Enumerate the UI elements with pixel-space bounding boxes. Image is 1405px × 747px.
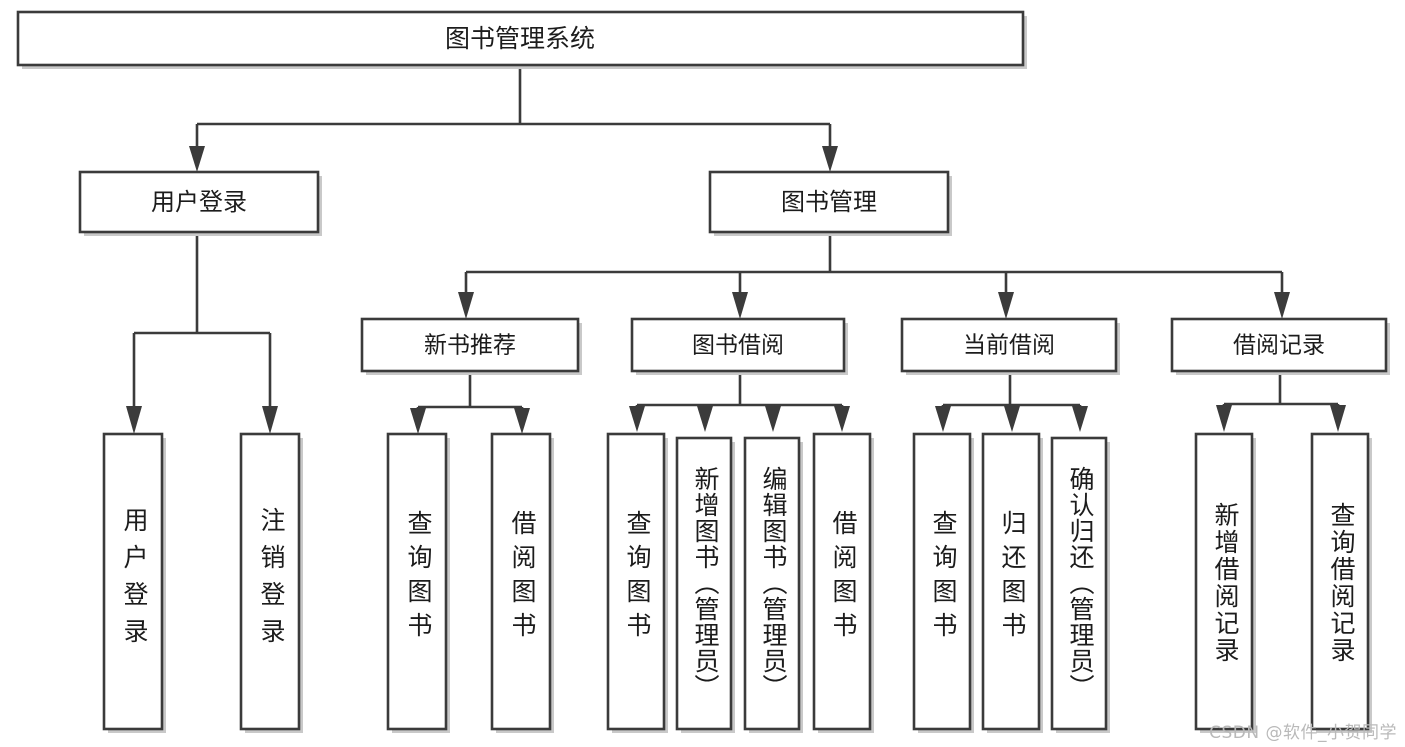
leaf-current-borrow-3-label: 确认归还（管理员） bbox=[1066, 466, 1095, 700]
leaf-recommend-1-box[interactable] bbox=[386, 432, 448, 731]
leaf-borrow-record-1[interactable]: 新增借阅记录 bbox=[1194, 432, 1256, 733]
leaf-borrow-record-1-label: 新增借阅记录 bbox=[1211, 502, 1240, 664]
leaf-borrow-record-2-box[interactable] bbox=[1310, 432, 1370, 731]
node-book-borrow-label: 图书借阅 bbox=[692, 333, 784, 359]
edge-layer bbox=[126, 66, 1346, 434]
leaf-recommend-2[interactable]: 借阅图书 bbox=[490, 432, 554, 733]
leaf-book-borrow-3[interactable]: 编辑图书（管理员） bbox=[743, 436, 803, 733]
leaf-current-borrow-1-label: 查询图书 bbox=[929, 510, 958, 646]
arrow-book-mgmt-to-current bbox=[998, 292, 1014, 319]
leaf-borrow-record-2[interactable]: 查询借阅记录 bbox=[1310, 432, 1372, 733]
leaf-book-borrow-3-box[interactable] bbox=[743, 436, 801, 731]
arrow-recommend-leaf-1 bbox=[410, 408, 426, 434]
leaf-recommend-1-label: 查询图书 bbox=[404, 510, 433, 646]
arrow-book-mgmt-to-borrow bbox=[732, 292, 748, 319]
node-new-book-recommend-label: 新书推荐 bbox=[424, 333, 516, 359]
leaf-book-borrow-2-box[interactable] bbox=[675, 436, 733, 731]
arrow-current-leaf-2 bbox=[1004, 406, 1020, 432]
arrow-borrow-leaf-2 bbox=[697, 406, 713, 432]
leaf-user-login-1-box[interactable] bbox=[102, 432, 164, 731]
node-new-book-recommend[interactable]: 新书推荐 bbox=[360, 317, 582, 375]
leaf-recommend-2-label: 借阅图书 bbox=[508, 510, 537, 646]
node-book-borrow[interactable]: 图书借阅 bbox=[630, 317, 848, 375]
node-book-management[interactable]: 图书管理 bbox=[708, 170, 952, 236]
leaf-borrow-record-2-label: 查询借阅记录 bbox=[1327, 502, 1356, 664]
node-borrow-record-box[interactable] bbox=[1170, 317, 1388, 373]
leaf-current-borrow-2-label: 归还图书 bbox=[998, 510, 1027, 646]
leaf-book-borrow-1[interactable]: 查询图书 bbox=[606, 432, 668, 733]
arrow-current-leaf-3 bbox=[1072, 406, 1088, 432]
leaf-user-login-2-box[interactable] bbox=[239, 432, 301, 731]
node-user-login-label: 用户登录 bbox=[151, 188, 247, 216]
arrow-record-leaf-1 bbox=[1216, 405, 1232, 432]
leaf-borrow-record-1-box[interactable] bbox=[1194, 432, 1254, 731]
node-user-login[interactable]: 用户登录 bbox=[78, 170, 322, 236]
arrow-user-login-leaf-2 bbox=[262, 406, 278, 434]
leaf-user-login-1-label: 用户登录 bbox=[120, 507, 149, 655]
leaf-book-borrow-3-label: 编辑图书（管理员） bbox=[759, 466, 788, 700]
arrow-record-leaf-2 bbox=[1330, 405, 1346, 432]
leaf-book-borrow-4-label: 借阅图书 bbox=[829, 510, 858, 646]
arrow-user-login-leaf-1 bbox=[126, 406, 142, 434]
node-current-borrow[interactable]: 当前借阅 bbox=[900, 317, 1120, 375]
leaf-current-borrow-1[interactable]: 查询图书 bbox=[912, 432, 974, 733]
leaf-recommend-1[interactable]: 查询图书 bbox=[386, 432, 450, 733]
leaf-recommend-2-box[interactable] bbox=[490, 432, 552, 731]
node-book-borrow-box[interactable] bbox=[630, 317, 846, 373]
leaf-current-borrow-3[interactable]: 确认归还（管理员） bbox=[1050, 436, 1110, 733]
node-current-borrow-label: 当前借阅 bbox=[963, 333, 1055, 359]
node-new-book-recommend-box[interactable] bbox=[360, 317, 580, 373]
leaf-book-borrow-4-box[interactable] bbox=[812, 432, 872, 731]
node-current-borrow-box[interactable] bbox=[900, 317, 1118, 373]
node-book-management-box[interactable] bbox=[708, 170, 950, 234]
arrow-borrow-leaf-3 bbox=[765, 406, 781, 432]
leaf-current-borrow-3-box[interactable] bbox=[1050, 436, 1108, 731]
arrow-book-mgmt-to-record bbox=[1274, 292, 1290, 319]
arrow-book-mgmt-to-recommend bbox=[458, 292, 474, 319]
leaf-book-borrow-4[interactable]: 借阅图书 bbox=[812, 432, 874, 733]
leaf-user-login-1[interactable]: 用户登录 bbox=[102, 432, 166, 733]
arrow-root-to-user-login bbox=[189, 146, 205, 172]
arrow-recommend-leaf-2 bbox=[514, 408, 530, 434]
arrow-current-leaf-1 bbox=[935, 406, 951, 432]
leaf-book-borrow-2-label: 新增图书（管理员） bbox=[691, 466, 720, 700]
leaf-current-borrow-2[interactable]: 归还图书 bbox=[981, 432, 1043, 733]
node-user-login-box[interactable] bbox=[78, 170, 320, 234]
node-borrow-record[interactable]: 借阅记录 bbox=[1170, 317, 1390, 375]
node-root[interactable]: 图书管理系统 bbox=[16, 10, 1027, 69]
leaf-book-borrow-1-label: 查询图书 bbox=[623, 510, 652, 646]
node-book-management-label: 图书管理 bbox=[781, 188, 877, 216]
node-root-box[interactable] bbox=[16, 10, 1025, 67]
node-root-label: 图书管理系统 bbox=[445, 24, 595, 53]
node-borrow-record-label: 借阅记录 bbox=[1233, 333, 1325, 359]
leaf-user-login-2-label: 注销登录 bbox=[257, 507, 286, 655]
arrow-borrow-leaf-4 bbox=[834, 406, 850, 432]
leaf-book-borrow-1-box[interactable] bbox=[606, 432, 666, 731]
leaf-book-borrow-2[interactable]: 新增图书（管理员） bbox=[675, 436, 735, 733]
arrow-root-to-book-mgmt bbox=[822, 146, 838, 172]
leaf-current-borrow-1-box[interactable] bbox=[912, 432, 972, 731]
leaf-current-borrow-2-box[interactable] bbox=[981, 432, 1041, 731]
arrow-borrow-leaf-1 bbox=[629, 406, 645, 432]
leaf-user-login-2[interactable]: 注销登录 bbox=[239, 432, 303, 733]
